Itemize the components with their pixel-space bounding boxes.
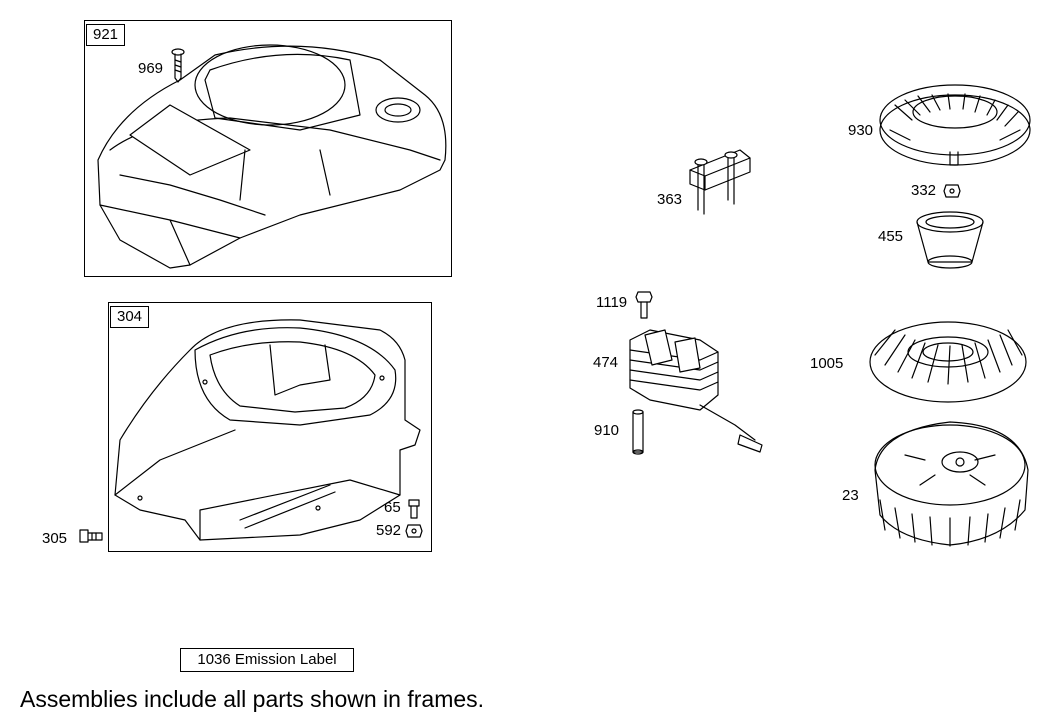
screw-969-drawing	[171, 48, 185, 83]
screw-305-drawing	[79, 529, 103, 543]
bracket-363-drawing	[689, 149, 751, 215]
callout-65: 65	[384, 499, 401, 516]
blower-housing-drawing	[114, 319, 421, 541]
frame-304	[108, 302, 432, 552]
ignition-armature-drawing	[629, 329, 763, 453]
blower-housing-shroud-drawing	[97, 44, 447, 269]
starter-cup-drawing	[916, 211, 984, 269]
callout-592: 592	[376, 522, 402, 539]
frame-304-label: 304	[110, 306, 150, 328]
frame-921	[84, 20, 452, 277]
flywheel-drawing	[874, 421, 1029, 547]
screw-1119-drawing	[635, 291, 653, 319]
callout-474: 474	[593, 354, 619, 371]
nut-592-drawing	[405, 524, 423, 538]
callout-930: 930	[848, 122, 874, 139]
callout-910: 910	[594, 422, 620, 439]
callout-969: 969	[138, 60, 164, 77]
callout-1005: 1005	[810, 355, 844, 372]
rotating-screen-drawing	[879, 84, 1031, 166]
callout-23: 23	[842, 487, 859, 504]
flywheel-fan-drawing	[869, 321, 1027, 403]
emission-label-box: 1036 Emission Label	[180, 648, 354, 672]
callout-332: 332	[911, 182, 937, 199]
callout-363: 363	[657, 191, 683, 208]
frame-921-label: 921	[86, 24, 126, 46]
callout-1119: 1119	[596, 294, 628, 311]
nut-332-drawing	[943, 184, 961, 198]
bolt-65-drawing	[408, 499, 420, 519]
callout-455: 455	[878, 228, 904, 245]
callout-305: 305	[42, 530, 68, 547]
assemblies-note: Assemblies include all parts shown in fr…	[20, 686, 485, 712]
spacer-910-drawing	[632, 409, 644, 455]
